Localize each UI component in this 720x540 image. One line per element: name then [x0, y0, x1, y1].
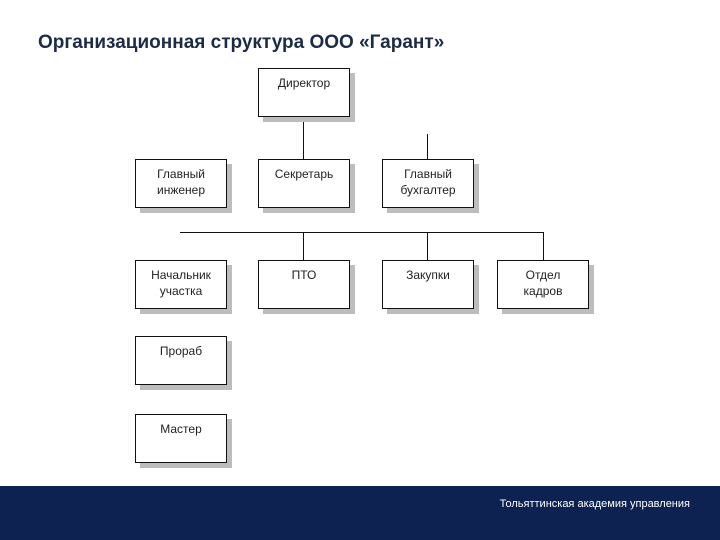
- node-hr-department-line-2: кадров: [523, 284, 563, 298]
- connector-hr: [543, 232, 544, 260]
- connector-horizontal-bus: [180, 232, 544, 233]
- org-chart: Директор Главный инженер Секретарь Главн…: [135, 68, 589, 463]
- node-pto-label: ПТО: [291, 268, 317, 282]
- node-hr-department: Отдел кадров: [497, 260, 589, 309]
- node-procurement: Закупки: [382, 260, 474, 309]
- connector-pto: [303, 232, 304, 260]
- node-site-manager-line-2: участка: [159, 284, 203, 298]
- node-secretary-label: Секретарь: [274, 167, 334, 181]
- node-secretary: Секретарь: [258, 159, 350, 208]
- node-site-manager-line-1: Начальник: [151, 268, 211, 282]
- node-director: Директор: [258, 68, 350, 117]
- node-master: Мастер: [135, 414, 227, 463]
- node-foreman-label: Прораб: [159, 344, 203, 358]
- node-chief-accountant: Главный бухгалтер: [382, 159, 474, 208]
- node-hr-department-line-1: Отдел: [525, 268, 561, 282]
- connector-accountant-up: [427, 134, 428, 159]
- node-master-label: Мастер: [160, 422, 202, 436]
- node-director-label: Директор: [277, 76, 331, 90]
- connector-director-down: [303, 117, 304, 159]
- node-chief-accountant-line-1: Главный: [404, 167, 452, 181]
- node-chief-engineer-line-2: инженер: [156, 183, 205, 197]
- slide-title: Организационная структура ООО «Гарант»: [38, 32, 445, 53]
- node-foreman: Прораб: [135, 336, 227, 385]
- node-chief-engineer: Главный инженер: [135, 159, 227, 208]
- node-pto: ПТО: [258, 260, 350, 309]
- footer-bar: Тольяттинская академия управления: [0, 486, 720, 540]
- node-chief-accountant-line-2: бухгалтер: [400, 183, 456, 197]
- connector-procurement: [427, 232, 428, 260]
- footer-organization: Тольяттинская академия управления: [499, 498, 690, 510]
- node-site-manager: Начальник участка: [135, 260, 227, 309]
- node-chief-engineer-line-1: Главный: [157, 167, 205, 181]
- node-procurement-label: Закупки: [406, 268, 450, 282]
